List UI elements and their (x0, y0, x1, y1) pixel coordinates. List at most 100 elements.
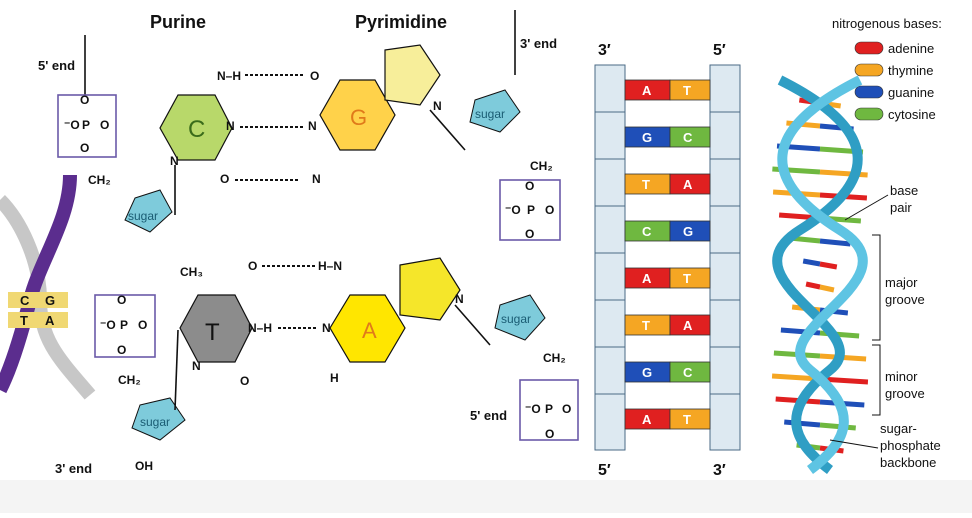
left-sugar-bottom-label: sugar (140, 415, 170, 429)
rung-right-base (669, 408, 711, 430)
left-5-end-label: 5' end (38, 58, 75, 73)
left-ch2-bottom: CH₂ (118, 373, 141, 387)
legend-label: thymine (888, 63, 934, 78)
helix-rung-left (784, 419, 821, 428)
helix-rung-right (819, 284, 835, 293)
svg-text:P: P (545, 402, 553, 416)
ladder-bottom-right-label: 3′ (713, 462, 726, 479)
rung-right-base (669, 220, 711, 242)
right-ch2-top: CH₂ (530, 159, 553, 173)
label-base-1: base (890, 183, 918, 198)
guanine-ring-6 (319, 79, 396, 151)
svg-text:H–N: H–N (318, 259, 342, 273)
adenine-ring-5 (399, 257, 461, 321)
thymine-ring (179, 294, 253, 363)
rung-right-base (669, 126, 711, 148)
label-major-2: groove (885, 292, 925, 307)
helix-strand-b (777, 75, 868, 474)
svg-text:O: O (117, 343, 126, 357)
legend-items: adenine thymine guanine cytosine (854, 41, 936, 122)
svg-text:N: N (322, 321, 331, 335)
legend-title: nitrogenous bases: (832, 16, 942, 31)
label-backbone-3: backbone (880, 455, 936, 470)
label-backbone-1: sugar- (880, 421, 917, 436)
legend-item: guanine (854, 85, 934, 100)
svg-text:O: O (562, 402, 571, 416)
left-3-end-label: 3' end (55, 461, 92, 476)
svg-text:N: N (170, 154, 179, 168)
svg-text:O: O (100, 118, 109, 132)
helix-rung-left (802, 258, 821, 267)
svg-text:O: O (240, 374, 249, 388)
mini-base-a: A (45, 313, 55, 328)
mini-base-g: G (45, 293, 55, 308)
left-phosphate-mid (94, 294, 156, 358)
mini-pair-2 (8, 312, 68, 328)
rung-left-letter: G (642, 130, 652, 145)
adenine-ring-6 (329, 294, 406, 363)
rung-left-letter: T (642, 318, 650, 333)
legend-swatch (854, 63, 884, 77)
svg-text:N–H: N–H (217, 69, 241, 83)
legend-label: adenine (888, 41, 934, 56)
svg-text:⁻O: ⁻O (100, 318, 116, 332)
helix-rung-left (771, 373, 821, 382)
svg-text:O: O (138, 318, 147, 332)
rung-left-letter: G (642, 365, 652, 380)
left-phosphate-top (57, 94, 117, 158)
rung-right-letter: T (683, 271, 691, 286)
legend-item: cytosine (854, 107, 936, 122)
thymine-molecule: T CH₃ O N–H N O (174, 259, 272, 411)
ladder-bottom-left-label: 5′ (598, 462, 611, 479)
mini-base-t: T (20, 313, 28, 328)
guanine-letter: G (350, 105, 367, 130)
rung-right-letter: C (683, 365, 693, 380)
legend: nitrogenous bases: adenine thymine guanine… (832, 16, 942, 122)
thymine-letter: T (205, 319, 220, 346)
svg-text:H: H (330, 371, 339, 385)
helix-strand-a (772, 75, 863, 474)
double-helix: base pair major groove minor groove suga… (771, 75, 941, 474)
guanine-molecule: G O N N N (308, 44, 466, 186)
adenine-molecule: A H–N N H N (318, 257, 491, 385)
helix-rung-right (819, 261, 838, 270)
rung-right-letter: G (683, 224, 693, 239)
helix-rung-right (819, 238, 851, 247)
svg-text:N: N (312, 172, 321, 186)
svg-text:O: O (248, 259, 257, 273)
legend-swatch (854, 41, 884, 55)
svg-text:N: N (226, 119, 235, 133)
rung-right-base (669, 267, 711, 289)
ladder-top-right-label: 5′ (713, 42, 726, 59)
legend-item: adenine (854, 41, 934, 56)
rung-left-letter: T (642, 177, 650, 192)
right-sugar-top (469, 89, 521, 133)
legend-label: cytosine (888, 107, 936, 122)
rung-right-letter: T (683, 83, 691, 98)
rung-left-letter: A (642, 412, 652, 427)
svg-text:O: O (80, 93, 89, 107)
mini-pair-1 (8, 292, 68, 308)
svg-text:O: O (545, 427, 554, 441)
mini-base-c: C (20, 293, 30, 308)
rung-right-letter: T (683, 412, 691, 427)
left-ch2-top: CH₂ (88, 173, 111, 187)
right-sugar-top-label: sugar (475, 107, 505, 121)
pyrimidine-header: Pyrimidine (355, 12, 447, 32)
ladder-left-rail (594, 64, 626, 451)
mini-helix: C G T A (0, 174, 96, 400)
right-ch2-bottom: CH₂ (543, 351, 566, 365)
rung-right-base (669, 314, 711, 336)
helix-rung-right (819, 422, 856, 431)
svg-text:N: N (308, 119, 317, 133)
ladder-top-left-label: 3′ (598, 42, 611, 59)
left-sugar-bottom (131, 397, 186, 441)
